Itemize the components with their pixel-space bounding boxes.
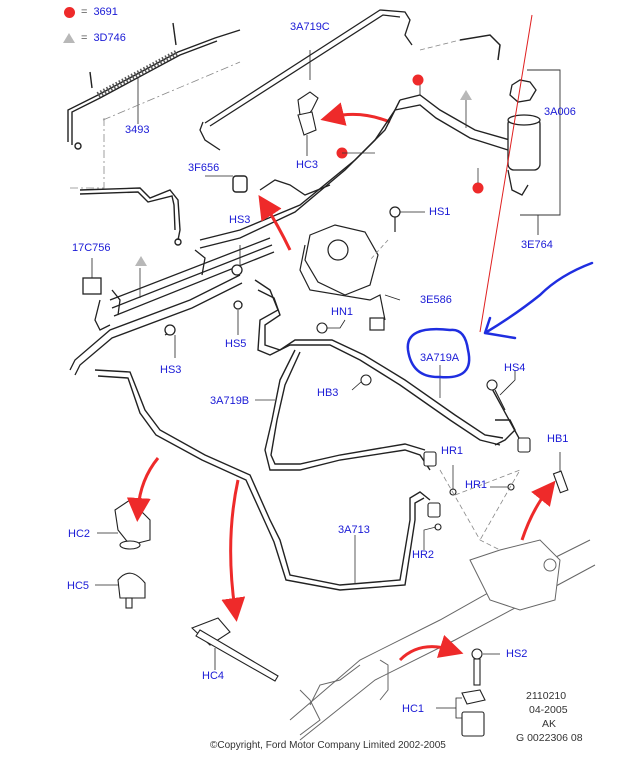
label-HR2[interactable]: HR2 bbox=[412, 549, 435, 561]
bolt-HS2 bbox=[436, 648, 500, 737]
label-17C756[interactable]: 17C756 bbox=[72, 242, 111, 254]
label-HC4[interactable]: HC4 bbox=[202, 670, 225, 682]
label-HS3-upper[interactable]: HS3 bbox=[229, 214, 251, 226]
legend-item-grey-triangle: = 3D746 bbox=[63, 32, 126, 44]
legend-equals: = bbox=[81, 32, 88, 44]
copyright: ©Copyright, Ford Motor Company Limited 2… bbox=[210, 740, 446, 751]
label-HN1[interactable]: HN1 bbox=[331, 306, 354, 318]
label-HR1-upper[interactable]: HR1 bbox=[441, 445, 464, 457]
hoses-main bbox=[254, 279, 531, 471]
legend-part-3D746: 3D746 bbox=[93, 32, 126, 44]
grey-triangle-markers bbox=[135, 90, 472, 266]
clip-HC2 bbox=[97, 499, 151, 550]
diagram-reference: G 0022306 08 bbox=[516, 732, 583, 744]
red-annotation-line bbox=[479, 14, 533, 333]
diagram-date: 04-2005 bbox=[529, 704, 568, 716]
label-HS1[interactable]: HS1 bbox=[429, 206, 451, 218]
label-3A006[interactable]: 3A006 bbox=[544, 106, 576, 118]
pump-3E586 bbox=[299, 206, 425, 331]
pipe-3A719C bbox=[199, 9, 413, 196]
label-HR1-lower[interactable]: HR1 bbox=[465, 479, 488, 491]
label-3493[interactable]: 3493 bbox=[125, 124, 150, 136]
label-HC1[interactable]: HC1 bbox=[402, 703, 425, 715]
blue-annotation-circle bbox=[406, 327, 471, 379]
label-HB1[interactable]: HB1 bbox=[547, 433, 569, 445]
legend-item-red-dot: = 3691 bbox=[64, 6, 118, 18]
bolt-HS4 bbox=[486, 370, 516, 411]
label-3E764[interactable]: 3E764 bbox=[521, 239, 553, 251]
label-HS2[interactable]: HS2 bbox=[506, 648, 528, 660]
label-HC5[interactable]: HC5 bbox=[67, 580, 90, 592]
hose-assembly bbox=[199, 80, 511, 249]
label-3F656[interactable]: 3F656 bbox=[188, 162, 220, 174]
label-HC3[interactable]: HC3 bbox=[296, 159, 319, 171]
cooler-lower bbox=[69, 237, 275, 376]
label-HB3[interactable]: HB3 bbox=[317, 387, 339, 399]
label-3A719B[interactable]: 3A719B bbox=[210, 395, 250, 407]
clip-HC3 bbox=[297, 91, 319, 156]
red-arrows bbox=[126, 194, 556, 662]
blue-annotation-arrow bbox=[483, 261, 594, 340]
reservoir-3A006 bbox=[507, 79, 541, 196]
label-3A713[interactable]: 3A713 bbox=[338, 524, 370, 536]
legend-equals: = bbox=[81, 6, 88, 18]
label-HS3-lower[interactable]: HS3 bbox=[160, 364, 182, 376]
label-HS4[interactable]: HS4 bbox=[504, 362, 526, 374]
red-dot-markers bbox=[336, 74, 484, 194]
diagram-code: 2110210 bbox=[526, 690, 567, 702]
label-HC2[interactable]: HC2 bbox=[68, 528, 91, 540]
label-3A719A[interactable]: 3A719A bbox=[420, 352, 460, 364]
clip-HC5 bbox=[95, 572, 146, 609]
diagram-revision: AK bbox=[542, 718, 557, 730]
grey-triangle-icon bbox=[63, 33, 75, 43]
hose-3F656 bbox=[79, 175, 248, 246]
cooler-3493 bbox=[67, 22, 241, 150]
label-3E586[interactable]: 3E586 bbox=[420, 294, 452, 306]
fittings-mid bbox=[316, 319, 372, 391]
label-HS5[interactable]: HS5 bbox=[225, 338, 247, 350]
clip-HC4 bbox=[190, 617, 279, 682]
legend-part-3691: 3691 bbox=[93, 6, 118, 18]
red-dot-icon bbox=[64, 6, 75, 18]
label-3A719C[interactable]: 3A719C bbox=[290, 21, 330, 33]
hose-long bbox=[94, 369, 431, 591]
bolt-HB1 bbox=[552, 452, 569, 494]
